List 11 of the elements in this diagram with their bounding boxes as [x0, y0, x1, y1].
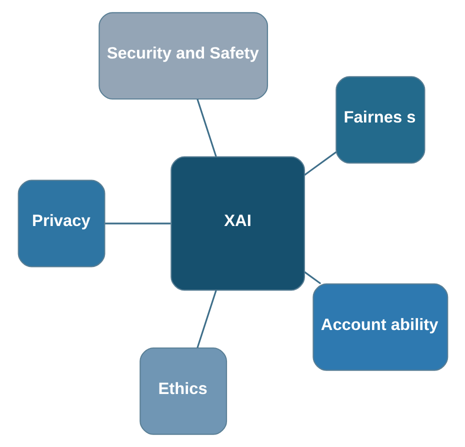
node-box: Ethics	[139, 347, 227, 435]
connector	[196, 99, 216, 157]
node-box: Privacy	[17, 180, 105, 268]
node-box: Account ability	[312, 283, 448, 371]
node-box: Security and Safety	[98, 12, 268, 100]
connector	[304, 151, 336, 176]
connector	[196, 290, 216, 348]
node-box: Fairnes s	[335, 76, 425, 164]
node-box: XAI	[170, 156, 305, 291]
connector	[104, 222, 170, 224]
connector	[304, 271, 321, 284]
